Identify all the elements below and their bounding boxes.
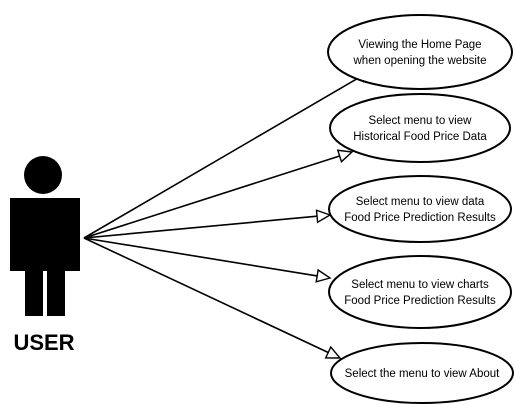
associations — [83, 69, 374, 359]
use-case-label: Viewing the Home Page — [358, 39, 481, 51]
use-case-ellipse — [327, 14, 513, 90]
use-case-label: Select menu to view charts — [351, 279, 489, 291]
association-line-home — [83, 75, 362, 239]
use-case-ellipse — [329, 93, 511, 163]
arrowhead-icon — [315, 209, 332, 224]
actor-label: USER — [13, 330, 74, 355]
use-case-ellipse — [328, 175, 512, 243]
association-line-about — [83, 237, 329, 354]
use-case-label: Select the menu to view About — [345, 368, 501, 380]
use-case-label: Food Price Prediction Results — [344, 212, 496, 224]
use-case-label: Select menu to view — [369, 115, 473, 127]
stick-figure-actor-icon — [10, 156, 80, 316]
use-case-ellipse — [330, 342, 514, 404]
arrowhead-icon — [324, 345, 342, 359]
association-line-prediction-charts — [83, 237, 318, 277]
use-case-label: when opening the website — [353, 55, 487, 67]
association-line-prediction-data — [83, 215, 318, 239]
user-actor: USER — [10, 156, 80, 355]
arrowhead-icon — [315, 268, 332, 283]
use-cases: Viewing the Home Page when opening the we… — [327, 14, 514, 404]
use-case-label: Historical Food Price Data — [353, 131, 487, 143]
use-case-home: Viewing the Home Page when opening the we… — [327, 14, 513, 90]
use-case-label: Select menu to view data — [356, 196, 485, 208]
use-case-about: Select the menu to view About — [330, 342, 514, 404]
use-case-ellipse — [328, 255, 512, 329]
association-line-historical — [83, 155, 340, 239]
use-case-label: Food Price Prediction Results — [344, 295, 496, 307]
arrowhead-icon — [336, 149, 354, 163]
